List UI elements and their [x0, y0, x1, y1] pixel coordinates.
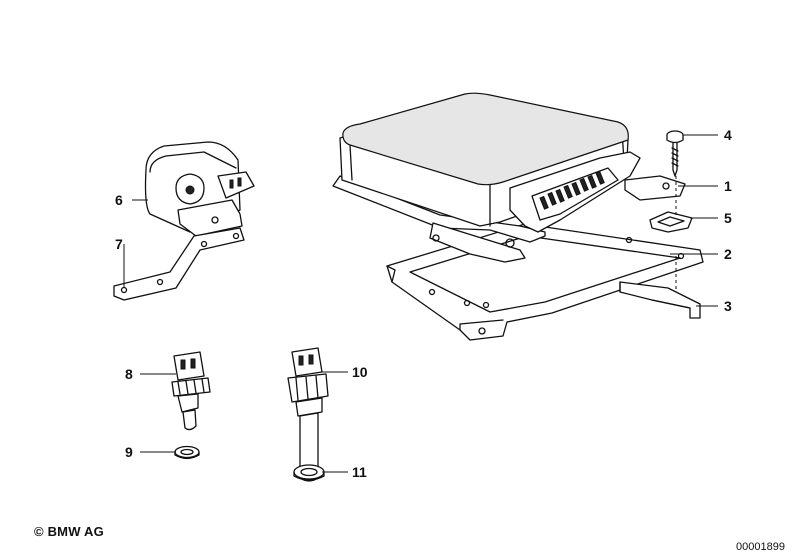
small-seal-ring-part — [174, 445, 200, 460]
callout-8: 8 — [125, 366, 133, 382]
leader-lines — [123, 134, 718, 473]
clip-nut-part — [649, 211, 693, 233]
callout-labels: 1 2 3 4 5 6 7 8 9 10 11 — [115, 127, 732, 480]
callout-6: 6 — [115, 192, 123, 208]
mounting-plate-part — [386, 223, 704, 341]
callout-3: 3 — [724, 298, 732, 314]
relay-bracket-part — [113, 227, 245, 301]
relay-part — [144, 141, 255, 237]
connector-pins — [539, 170, 605, 210]
callout-10: 10 — [352, 364, 368, 380]
screw-part — [666, 130, 684, 177]
small-sensor-part — [171, 351, 211, 431]
callout-7: 7 — [115, 236, 123, 252]
large-sensor-part — [287, 347, 329, 482]
control-unit-part — [332, 92, 686, 263]
callout-5: 5 — [724, 210, 732, 226]
large-seal-ring-part — [293, 464, 325, 481]
callout-11: 11 — [352, 464, 367, 480]
diagram-id: 00001899 — [736, 541, 785, 553]
copyright-text: © BMW AG — [34, 524, 104, 539]
callout-1: 1 — [724, 178, 732, 194]
callout-4: 4 — [724, 127, 732, 143]
callout-9: 9 — [125, 444, 133, 460]
small-bracket-part — [619, 281, 701, 319]
callout-2: 2 — [724, 246, 732, 262]
